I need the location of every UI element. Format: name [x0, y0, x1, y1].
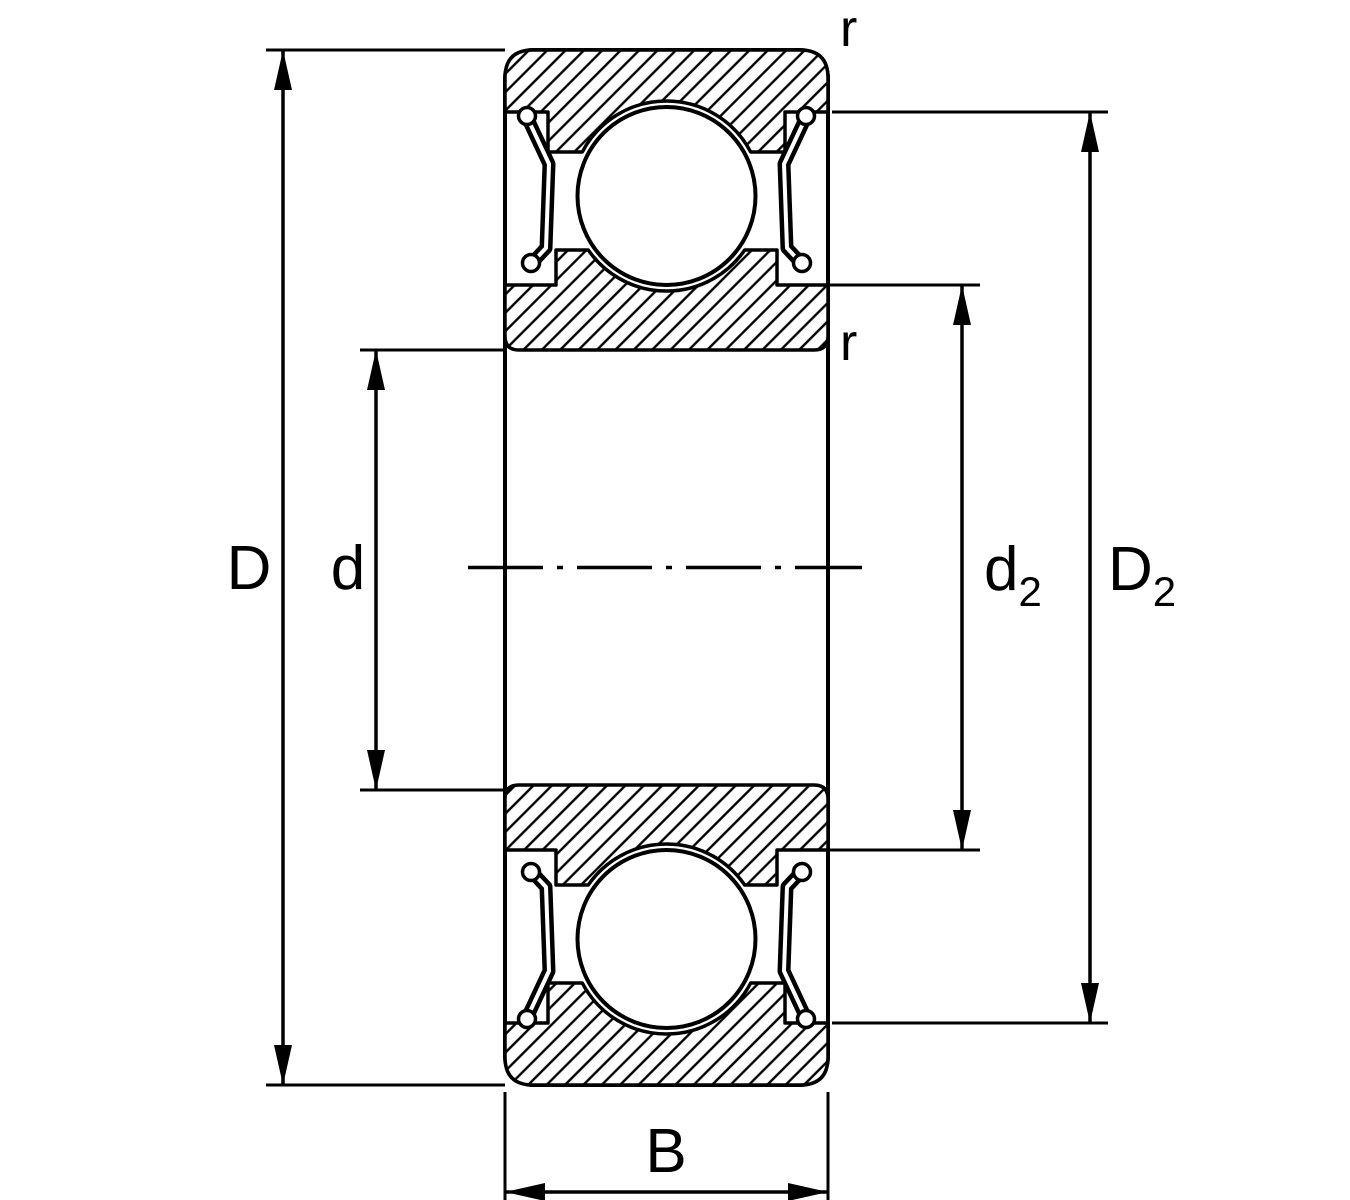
arrowhead	[505, 1183, 545, 1200]
label-D: D	[227, 534, 272, 603]
arrowhead	[274, 50, 292, 90]
arrowhead	[953, 810, 971, 850]
dimension-d2	[830, 283, 980, 852]
label-r-inner: r	[840, 314, 857, 372]
bearing-section-upper	[505, 50, 828, 350]
label-d2: d2	[984, 535, 1042, 615]
bearing-section-lower	[505, 785, 828, 1085]
label-r-outer: r	[840, 0, 857, 58]
arrowhead	[274, 1045, 292, 1085]
arrowhead	[367, 350, 385, 390]
label-D2: D2	[1108, 535, 1176, 615]
label-B: B	[645, 1117, 686, 1186]
arrowhead	[953, 285, 971, 325]
label-d: d	[331, 534, 365, 603]
arrowhead	[1081, 112, 1099, 152]
label-D2-sub: 2	[1153, 568, 1176, 615]
label-D2-base: D	[1108, 535, 1153, 604]
label-d2-base: d	[984, 535, 1018, 604]
dimension-D	[266, 48, 505, 1087]
label-d2-sub: 2	[1018, 568, 1041, 615]
dimension-B	[503, 1092, 830, 1200]
arrowhead	[1081, 983, 1099, 1023]
dimension-d	[360, 348, 505, 792]
arrowhead	[367, 750, 385, 790]
arrowhead	[788, 1183, 828, 1200]
dimension-D2	[832, 110, 1108, 1025]
